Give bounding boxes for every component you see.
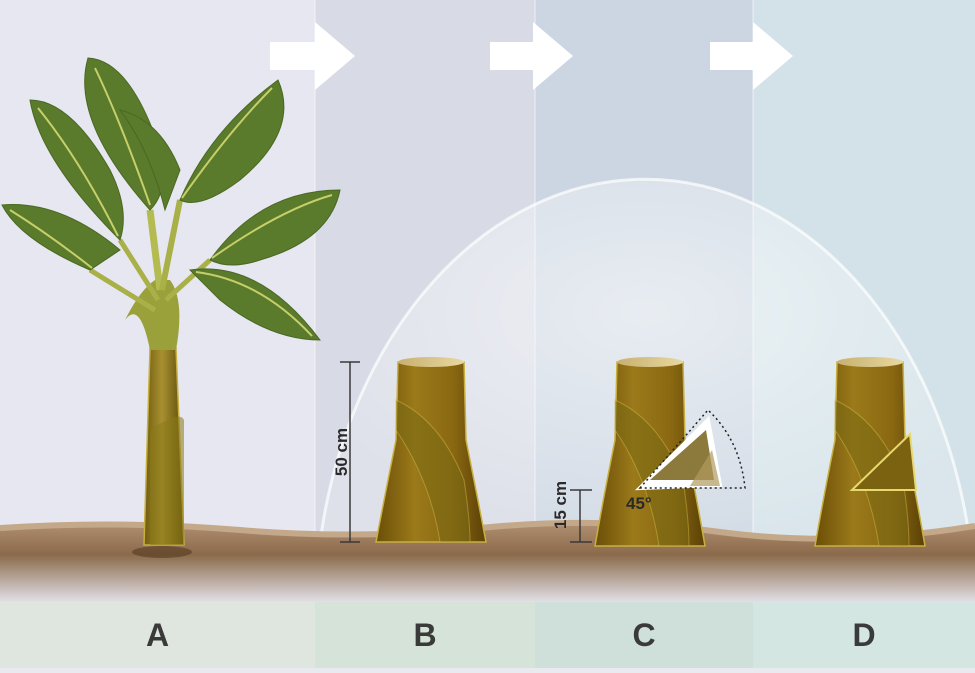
arrow-right-icon	[490, 22, 573, 90]
stump-icon	[594, 357, 746, 547]
panel-label-b: B	[413, 617, 437, 653]
panel-label-d: D	[852, 617, 876, 653]
panel-label-a: A	[145, 617, 170, 653]
cut-height-label: 15 cm	[551, 480, 570, 530]
panel-label-c: C	[632, 617, 656, 653]
banana-plant-icon	[1, 57, 341, 558]
label-band-a	[0, 602, 315, 668]
cut-angle-label: 45°	[626, 494, 652, 513]
stump-icon	[375, 357, 487, 543]
arrow-right-icon	[270, 22, 355, 90]
stump-height-label: 50 cm	[332, 427, 351, 477]
height-bracket	[340, 361, 360, 543]
soil	[0, 522, 975, 602]
label-band-c	[535, 602, 753, 668]
label-band-b	[315, 602, 535, 668]
arrow-right-icon	[710, 22, 793, 90]
cut-height-bracket	[570, 489, 592, 543]
stump-icon	[814, 357, 926, 547]
label-band-d	[753, 602, 975, 668]
